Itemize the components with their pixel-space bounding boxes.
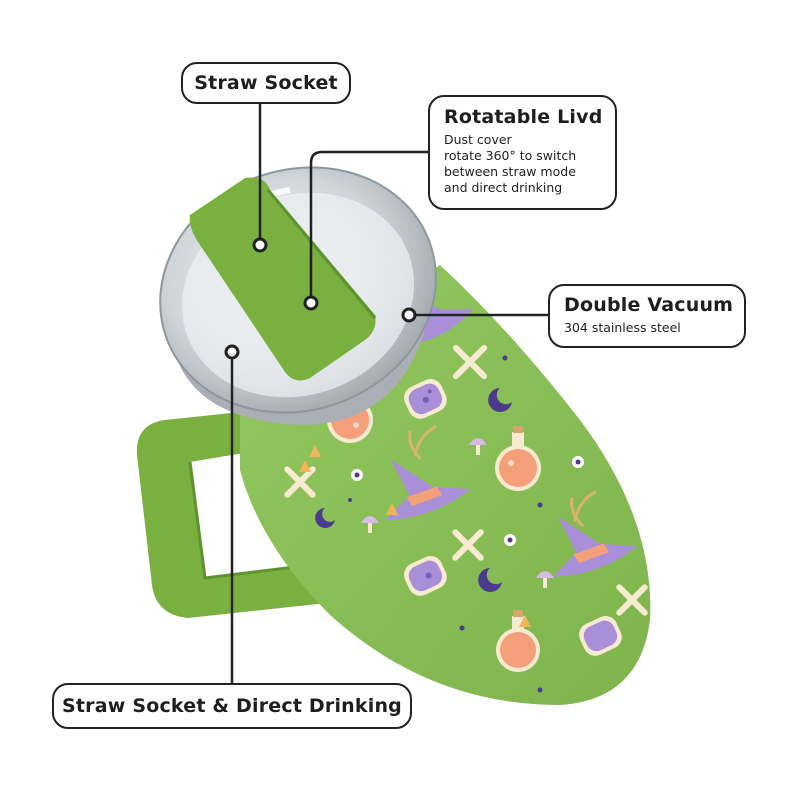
straw-socket-callout: Straw Socket <box>181 62 351 104</box>
callout-subtitle: 304 stainless steel <box>564 320 681 335</box>
mushroom-icon <box>469 438 487 455</box>
moon-icon <box>478 568 502 592</box>
witch-hat-icon <box>553 516 638 577</box>
mushroom-icon <box>361 516 379 533</box>
mushroom-icon <box>536 571 554 588</box>
callout-title: Straw Socket & Direct Drinking <box>62 695 402 717</box>
potion-bottle-icon <box>404 378 447 419</box>
handle <box>136 410 355 618</box>
potion-bottle-icon <box>496 610 540 672</box>
crossbones-icon <box>452 344 488 380</box>
lid-slider <box>189 177 376 381</box>
moon-icon <box>315 508 335 528</box>
potion-bottle-icon <box>495 426 541 491</box>
callout-line: rotate 360° to switch <box>444 148 577 163</box>
direct-drinking-callout: Straw Socket & Direct Drinking <box>52 683 412 729</box>
candy-corn-icon <box>299 445 531 627</box>
double-vacuum-callout: Double Vacuum 304 stainless steel <box>548 284 746 348</box>
star-icon <box>348 355 543 693</box>
witch-hat-icon <box>386 459 471 520</box>
callout-title: Straw Socket <box>194 72 338 94</box>
potion-bottle-icon <box>404 555 447 596</box>
callout-title: Rotatable Livd <box>444 106 603 128</box>
callout-line: Dust cover <box>444 132 512 147</box>
callout-line: between straw mode <box>444 164 576 179</box>
moon-icon <box>488 388 512 412</box>
callout-line: and direct drinking <box>444 180 563 195</box>
crossbones-icon <box>616 584 648 616</box>
crossbones-icon <box>284 466 316 498</box>
potion-bottle-icon <box>579 615 622 656</box>
halloween-pattern <box>284 295 648 693</box>
rotatable-lid-callout: Rotatable Livd Dust cover rotate 360° to… <box>428 95 617 210</box>
callout-title: Double Vacuum <box>564 294 734 316</box>
leaf-icon <box>408 425 597 527</box>
crossbones-icon <box>452 529 484 561</box>
